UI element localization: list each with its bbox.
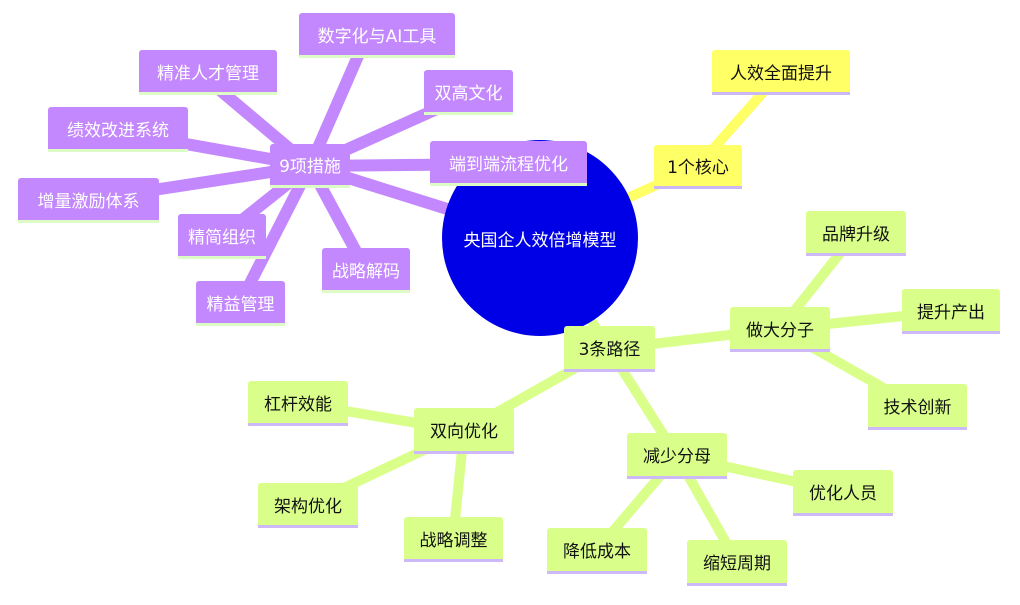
node-strategy-decode[interactable]: 战略解码 bbox=[322, 248, 410, 293]
node-lean-org[interactable]: 精简组织 bbox=[178, 214, 266, 259]
node-culture[interactable]: 双高文化 bbox=[424, 70, 513, 115]
node-talent[interactable]: 精准人才管理 bbox=[139, 50, 277, 95]
node-measures[interactable]: 9项措施 bbox=[270, 144, 350, 188]
node-output[interactable]: 提升产出 bbox=[902, 289, 1000, 334]
node-leverage[interactable]: 杠杆效能 bbox=[248, 381, 348, 426]
node-reduce[interactable]: 减少分母 bbox=[627, 433, 727, 479]
node-bidirectional[interactable]: 双向优化 bbox=[414, 408, 514, 454]
node-performance[interactable]: 绩效改进系统 bbox=[48, 107, 188, 152]
node-cost[interactable]: 降低成本 bbox=[547, 528, 647, 574]
node-strategy-adjust[interactable]: 战略调整 bbox=[404, 517, 503, 562]
node-lean-mgmt[interactable]: 精益管理 bbox=[196, 281, 285, 326]
node-grow[interactable]: 做大分子 bbox=[730, 307, 830, 352]
node-tech[interactable]: 技术创新 bbox=[868, 384, 967, 430]
node-core[interactable]: 1个核心 bbox=[654, 145, 742, 189]
node-digital-ai[interactable]: 数字化与AI工具 bbox=[299, 13, 455, 58]
node-efficiency[interactable]: 人效全面提升 bbox=[712, 50, 850, 95]
node-staff[interactable]: 优化人员 bbox=[793, 470, 893, 516]
node-incentive[interactable]: 增量激励体系 bbox=[18, 178, 159, 223]
node-brand[interactable]: 品牌升级 bbox=[806, 211, 906, 256]
node-process[interactable]: 端到端流程优化 bbox=[430, 141, 587, 186]
node-cycle[interactable]: 缩短周期 bbox=[687, 540, 787, 586]
node-structure[interactable]: 架构优化 bbox=[258, 483, 358, 528]
node-paths[interactable]: 3条路径 bbox=[564, 326, 655, 372]
